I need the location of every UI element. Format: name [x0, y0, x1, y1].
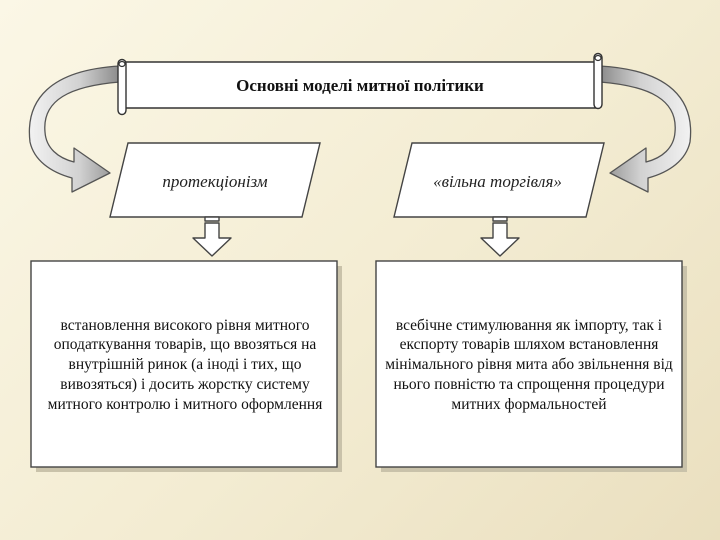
title-scroll-banner — [117, 52, 603, 116]
model-label-protectionism: протекціонізм — [162, 172, 268, 191]
description-box-free-trade — [375, 260, 683, 468]
model-box-free-trade — [393, 142, 605, 218]
description-text-protectionism: встановлення високого рівня митного опод… — [47, 316, 323, 413]
description-box-protectionism — [30, 260, 338, 468]
left-curved-arrow — [28, 65, 121, 193]
description-text-free-trade: всебічне стимулювання як імпорту, так і … — [385, 316, 673, 413]
model-box-protectionism — [109, 142, 321, 218]
diagram-title: Основні моделі митної політики — [236, 76, 484, 95]
model-label-free-trade: «вільна торгівля» — [433, 172, 562, 191]
down-arrow-right — [480, 216, 520, 257]
right-curved-arrow — [599, 65, 692, 193]
down-arrow-left — [192, 216, 232, 257]
